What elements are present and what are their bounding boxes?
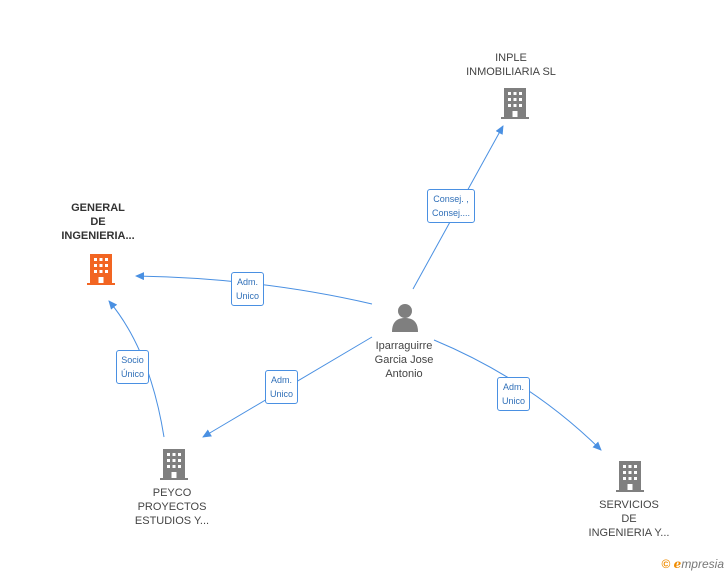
building-icon[interactable] [614,459,646,493]
person-icon[interactable] [390,302,420,332]
copyright-icon: © [661,557,671,571]
brand-logo: © empresia [661,557,724,571]
building-icon[interactable] [158,447,190,481]
person-label[interactable]: Iparraguirre Garcia Jose Antonio [374,340,434,380]
peyco-label[interactable]: PEYCO PROYECTOS ESTUDIOS Y... [134,487,210,527]
building-icon[interactable] [499,86,531,120]
edge-label-socio-unico: Socio Único [116,350,150,384]
edge-label-adm-unico: Adm. Unico [265,370,299,404]
servicios-label[interactable]: SERVICIOS DE INGENIERIA Y... [588,499,670,539]
general-label[interactable]: GENERAL DE INGENIERIA... [61,202,135,242]
edge-label-adm-unico: Adm. Unico [497,377,531,411]
edge-label-adm-unico: Adm. Unico [231,272,265,306]
edge-label-consejero: Consej. , Consej.... [427,189,476,223]
inple-label[interactable]: INPLE INMOBILIARIA SL [466,52,556,78]
building-icon[interactable] [85,252,117,286]
